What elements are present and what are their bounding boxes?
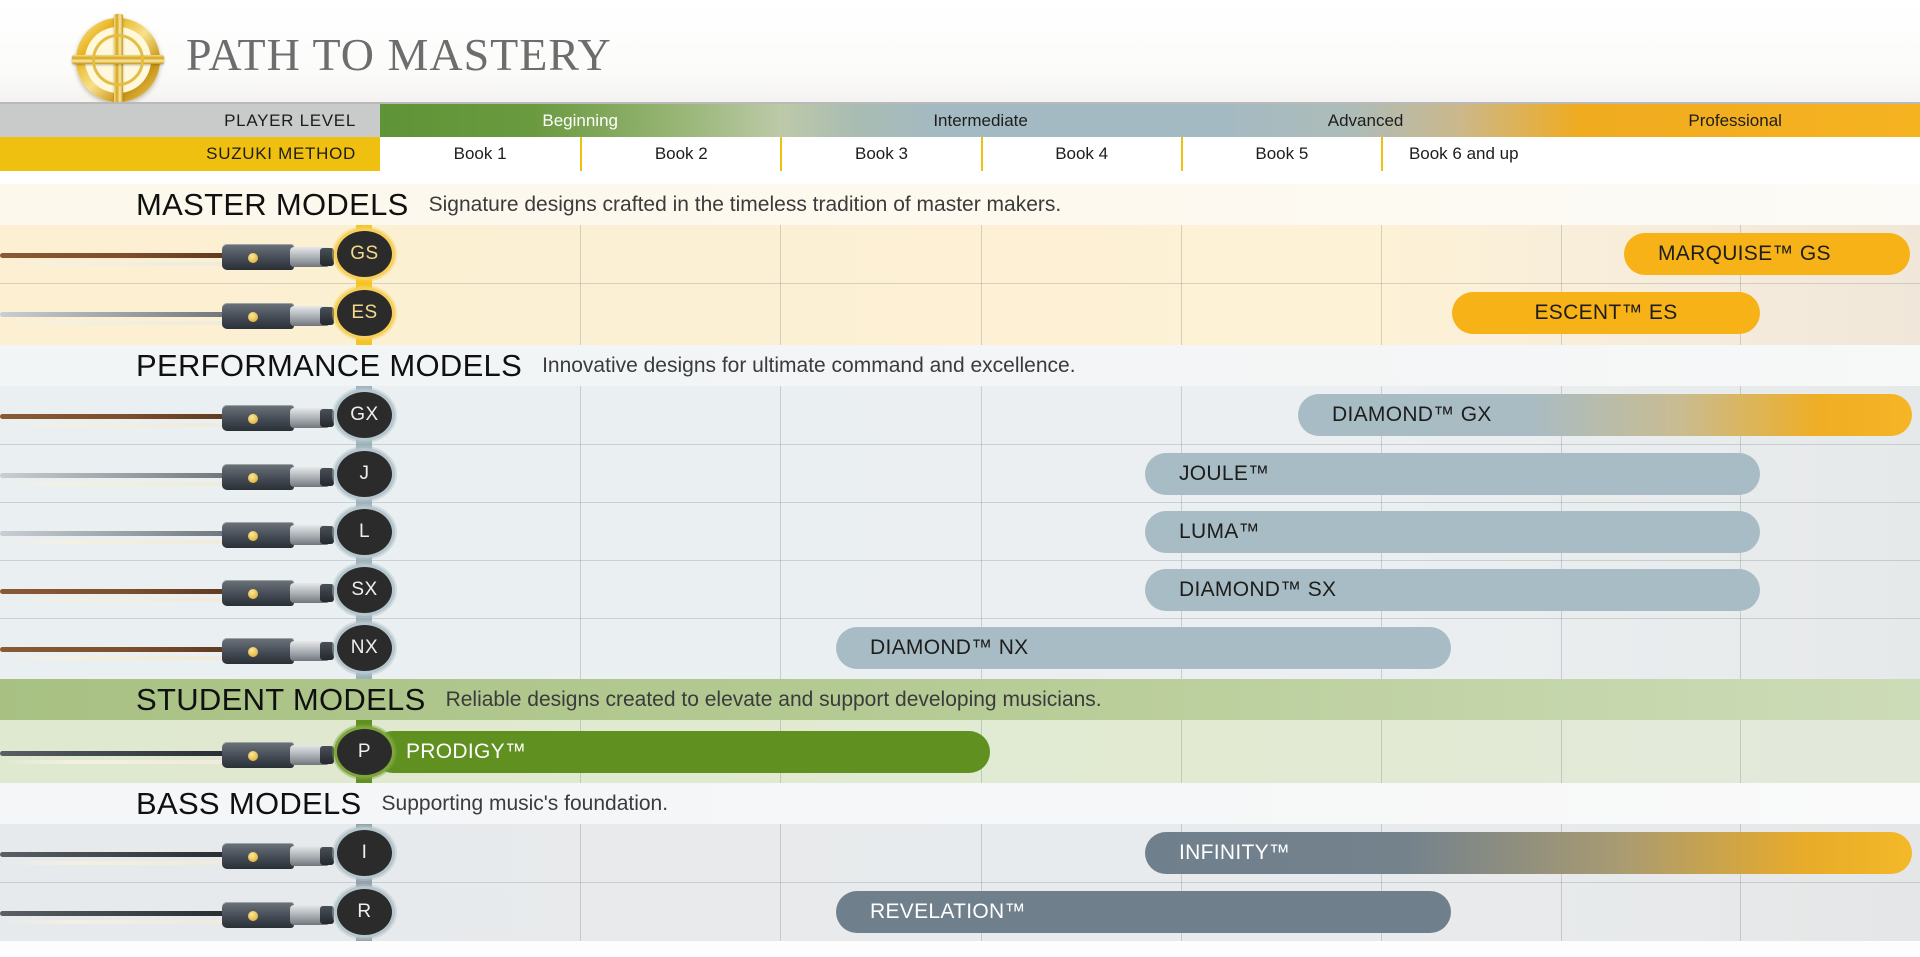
bow-illustration (0, 509, 334, 555)
section-header-master-models: MASTER MODELS Signature designs crafted … (0, 184, 1920, 225)
book-cell-4: Book 4 (980, 137, 1181, 171)
section-grid-master-models: GS MARQUISE™ GS ES ESCENT™ ES (0, 225, 1920, 345)
model-bar-joule[interactable]: JOULE™ (1145, 452, 1760, 495)
section-title: STUDENT MODELS (136, 681, 426, 717)
book-cell-1: Book 1 (453, 144, 507, 163)
level-professional: Professional (1688, 110, 1782, 130)
section-header-student-models: STUDENT MODELS Reliable designs created … (0, 679, 1920, 720)
model-row: R REVELATION™ (0, 882, 1920, 940)
suzuki-book-track: Book 1 Book 2 Book 3 Book 4 Book 5 Book … (380, 137, 1920, 171)
bow-illustration (0, 231, 334, 277)
player-level-band: PLAYER LEVEL Beginning Intermediate Adva… (0, 104, 1920, 137)
section-title: BASS MODELS (136, 785, 362, 821)
section-subtitle: Supporting music's foundation. (381, 791, 669, 815)
model-bar-escent-es[interactable]: ESCENT™ ES (1452, 291, 1760, 334)
bow-illustration (0, 392, 334, 438)
book-cell-5: Book 5 (1180, 137, 1381, 171)
model-row: GX DIAMOND™ GX (0, 386, 1920, 444)
model-badge-gx[interactable]: GX (337, 392, 392, 438)
model-badge-es[interactable]: ES (337, 289, 392, 336)
book-cell-2: Book 2 (580, 137, 780, 171)
bow-illustration (0, 889, 334, 935)
model-bar-infinity[interactable]: INFINITY™ (1145, 832, 1912, 874)
bow-illustration (0, 830, 334, 876)
section-title: PERFORMANCE MODELS (136, 347, 523, 383)
model-bar-diamond-sx[interactable]: DIAMOND™ SX (1145, 568, 1760, 611)
level-beginning: Beginning (542, 110, 618, 130)
model-badge-r[interactable]: R (337, 888, 392, 935)
book-cell-3: Book 3 (780, 137, 980, 171)
bow-illustration (0, 451, 334, 497)
section-subtitle: Innovative designs for ultimate command … (542, 353, 1076, 377)
model-badge-j[interactable]: J (337, 450, 392, 497)
model-row: SX DIAMOND™ SX (0, 560, 1920, 618)
book-cell-6: Book 6 and up (1380, 137, 1920, 171)
model-row: L LUMA™ (0, 502, 1920, 560)
suzuki-method-band: SUZUKI METHOD Book 1 Book 2 Book 3 Book … (0, 137, 1920, 171)
model-badge-gs[interactable]: GS (337, 231, 392, 277)
model-bar-revelation[interactable]: REVELATION™ (836, 890, 1451, 933)
model-row: ES ESCENT™ ES (0, 283, 1920, 341)
section-subtitle: Reliable designs created to elevate and … (445, 687, 1102, 711)
model-bar-marquise-gs[interactable]: MARQUISE™ GS (1624, 233, 1910, 275)
section-title: MASTER MODELS (136, 186, 409, 222)
model-bar-prodigy[interactable]: PRODIGY™ (372, 730, 990, 773)
bow-illustration (0, 625, 334, 671)
model-row: J JOULE™ (0, 444, 1920, 502)
player-level-track: Beginning Intermediate Advanced Professi… (380, 104, 1920, 137)
model-bar-diamond-gx[interactable]: DIAMOND™ GX (1298, 394, 1912, 436)
page-title: PATH TO MASTERY (186, 29, 612, 80)
section-grid-performance-models: GX DIAMOND™ GX J JOULE™ L LUMA™ SX (0, 386, 1920, 679)
bow-illustration (0, 729, 334, 775)
level-intermediate: Intermediate (933, 110, 1028, 130)
masthead: PATH TO MASTERY (0, 0, 1920, 106)
suzuki-method-label: SUZUKI METHOD (0, 137, 380, 171)
model-bar-luma[interactable]: LUMA™ (1145, 510, 1760, 553)
player-level-label: PLAYER LEVEL (0, 104, 380, 137)
model-badge-p[interactable]: P (337, 728, 392, 775)
model-bar-diamond-nx[interactable]: DIAMOND™ NX (836, 626, 1451, 669)
model-row: P PRODIGY™ (0, 720, 1920, 783)
section-header-bass-models: BASS MODELS Supporting music's foundatio… (0, 783, 1920, 824)
model-row: GS MARQUISE™ GS (0, 225, 1920, 283)
celtic-cross-circle-icon (72, 14, 164, 106)
model-badge-sx[interactable]: SX (337, 566, 392, 613)
model-badge-i[interactable]: I (337, 830, 392, 876)
section-subtitle: Signature designs crafted in the timeles… (428, 192, 1062, 216)
section-header-performance-models: PERFORMANCE MODELS Innovative designs fo… (0, 345, 1920, 386)
model-row: NX DIAMOND™ NX (0, 618, 1920, 676)
bow-illustration (0, 567, 334, 613)
model-row: I INFINITY™ (0, 824, 1920, 882)
model-badge-nx[interactable]: NX (337, 624, 392, 671)
model-badge-l[interactable]: L (337, 508, 392, 555)
bow-illustration (0, 290, 334, 336)
section-grid-student-models: P PRODIGY™ (0, 720, 1920, 783)
section-grid-bass-models: I INFINITY™ R REVELATION™ (0, 824, 1920, 941)
level-advanced: Advanced (1327, 110, 1404, 130)
